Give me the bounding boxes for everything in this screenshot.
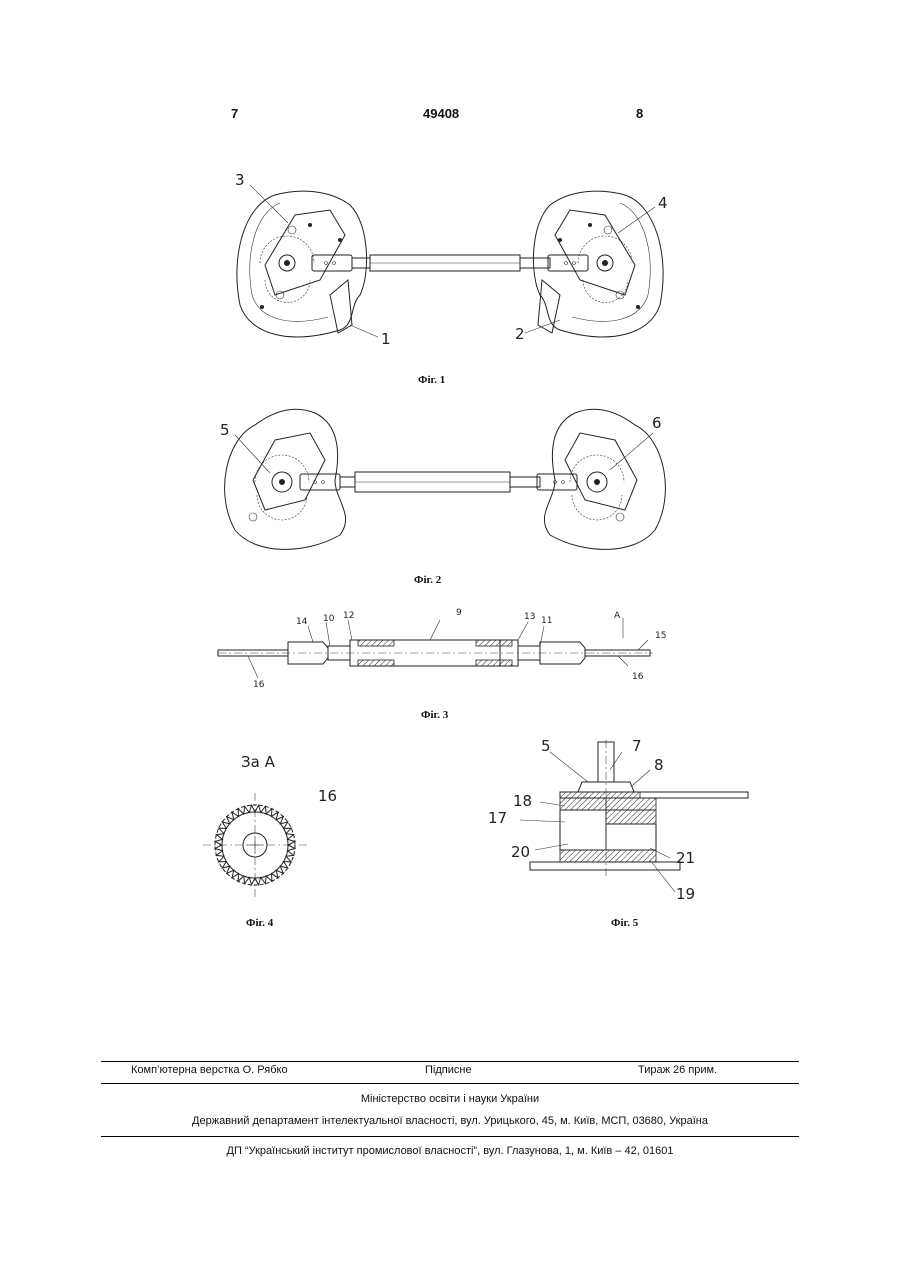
fig1-caption: Фіг. 1 <box>418 374 445 386</box>
fig1-label-2: 2 <box>515 325 525 343</box>
fig3-label-a: A <box>614 611 620 621</box>
figure-5-drawing <box>510 740 750 880</box>
fig1-label-1: 1 <box>381 330 391 348</box>
figure-4-drawing <box>200 795 310 900</box>
imprint-rule-2 <box>101 1083 799 1084</box>
imprint-top-rule <box>101 1061 799 1062</box>
fig3-caption: Фіг. 3 <box>421 709 448 721</box>
ministry-line: Міністерство освіти і науки України <box>101 1093 799 1105</box>
fig2-caption: Фіг. 2 <box>414 574 441 586</box>
fig2-label-6: 6 <box>652 414 662 432</box>
fig5-label-8: 8 <box>654 756 664 774</box>
fig4-label-16: 16 <box>318 787 337 805</box>
department-line: Державний департамент інтелектуальної вл… <box>101 1115 799 1127</box>
fig3-label-11: 11 <box>541 616 552 626</box>
circulation-note: Тираж 26 прим. <box>638 1064 717 1076</box>
fig1-label-3: 3 <box>235 171 245 189</box>
figure-3-drawing <box>218 618 658 688</box>
imprint-rule-3 <box>101 1136 799 1137</box>
page-number-left: 7 <box>231 106 238 121</box>
fig3-label-16-left: 16 <box>253 680 264 690</box>
fig2-label-5: 5 <box>220 421 230 439</box>
institute-line: ДП “Український інститут промислової вла… <box>101 1145 799 1157</box>
fig3-label-14: 14 <box>296 617 307 627</box>
fig5-label-5: 5 <box>541 737 551 755</box>
fig5-label-18: 18 <box>513 792 532 810</box>
fig3-label-12: 12 <box>343 611 354 621</box>
fig1-label-4: 4 <box>658 194 668 212</box>
figure-2-drawing <box>215 405 675 555</box>
page-number-right: 8 <box>636 106 643 121</box>
fig5-label-19: 19 <box>676 885 695 903</box>
fig5-label-21: 21 <box>676 849 695 867</box>
fig3-label-15: 15 <box>655 631 666 641</box>
fig4-title: За А <box>241 753 275 771</box>
patent-number: 49408 <box>423 106 459 121</box>
subscription-note: Підписне <box>425 1064 472 1076</box>
fig5-label-17: 17 <box>488 809 507 827</box>
typesetting-credit: Комп’ютерна верстка О. Рябко <box>131 1064 288 1076</box>
fig3-label-16-right: 16 <box>632 672 643 682</box>
fig3-label-10: 10 <box>323 614 334 624</box>
fig5-label-20: 20 <box>511 843 530 861</box>
fig5-caption: Фіг. 5 <box>611 917 638 929</box>
fig3-label-13: 13 <box>524 612 535 622</box>
fig5-label-7: 7 <box>632 737 642 755</box>
figure-1-drawing <box>220 185 680 355</box>
fig4-caption: Фіг. 4 <box>246 917 273 929</box>
fig3-label-9: 9 <box>456 608 462 618</box>
